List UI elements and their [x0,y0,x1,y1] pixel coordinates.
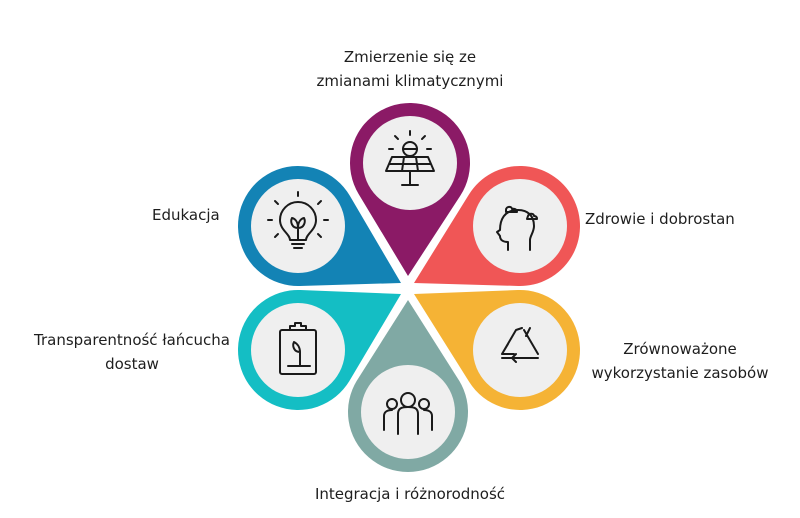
petal-climate [350,103,470,276]
clipboard-plant-icon [279,322,317,375]
people-group-icon [383,392,433,435]
label-education: Edukacja [152,206,220,224]
label-health: Zdrowie i dobrostan [585,210,735,228]
label-inclusion: Integracja i różnorodność [314,485,506,503]
petal-inclusion [348,300,468,472]
label-climate-line1: Zmierzenie się ze [343,48,477,66]
icon-circle [361,365,455,459]
label-supply-line1: Transparentność łańcucha [34,331,230,349]
icon-circle [473,179,567,273]
petal-health [414,166,580,286]
recycle-icon [501,327,539,363]
petal-education [238,166,401,286]
solar-panel-icon [385,130,435,186]
icon-circle [473,303,567,397]
head-mind-icon [496,205,538,251]
label-resources-line1: Zrównoważone [623,340,737,358]
label-supply: Transparentność łańcucha dostaw [22,328,242,376]
label-climate-line2: zmianami klimatycznymi [316,72,504,90]
lightbulb-plant-icon [267,191,329,249]
label-resources-line2: wykorzystanie zasobów [591,364,769,382]
label-supply-line2: dostaw [105,355,159,373]
petal-resources [414,290,580,410]
label-climate: Zmierzenie się ze zmianami klimatycznymi [290,45,530,93]
petal-supply [238,290,401,410]
icon-circle [251,303,345,397]
label-resources: Zrównoważone wykorzystanie zasobów [570,337,790,385]
